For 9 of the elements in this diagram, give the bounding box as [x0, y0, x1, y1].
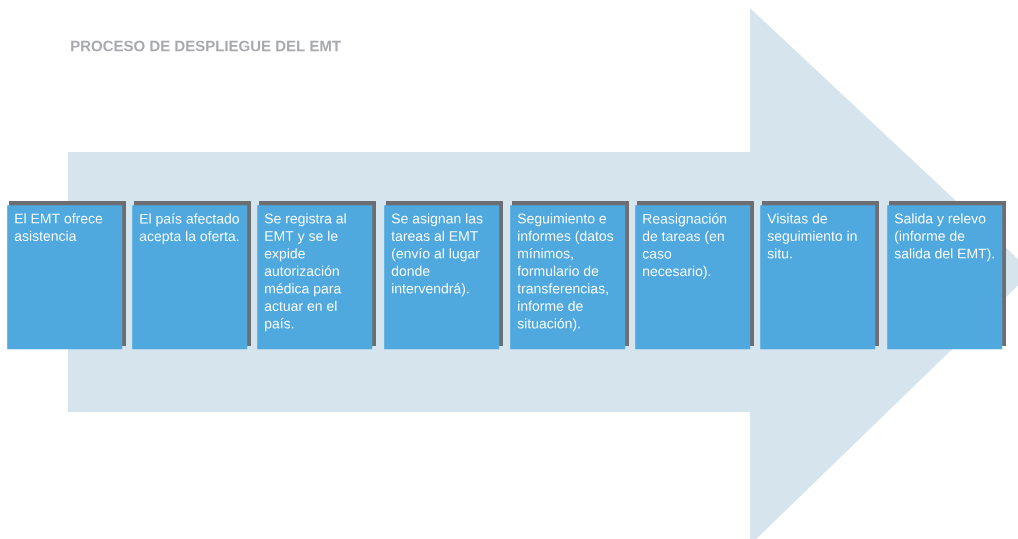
process-box: El país afectado acepta la oferta. — [132, 201, 251, 350]
process-box: Reasignación de tareas (en caso necesario). — [635, 201, 754, 350]
process-box: El EMT ofrece asistencia — [7, 201, 126, 350]
process-box: Se asignan las tareas al EMT (envío al lugar donde intervendrá). — [384, 201, 503, 350]
title: PROCESO DE DESPLIEGUE DEL EMT — [71, 40, 341, 52]
process-box: Se registra al EMT y se le expide autorización médica para actuar en el país. — [257, 201, 376, 350]
process-box: Salida y relevo (informe de salida del EMT). — [887, 201, 1006, 350]
process-box: Seguimiento e informes (datos mínimos, formulario de transferencias, informe de situación). — [510, 201, 629, 350]
process-box: Visitas de seguimiento in situ. — [760, 201, 879, 350]
